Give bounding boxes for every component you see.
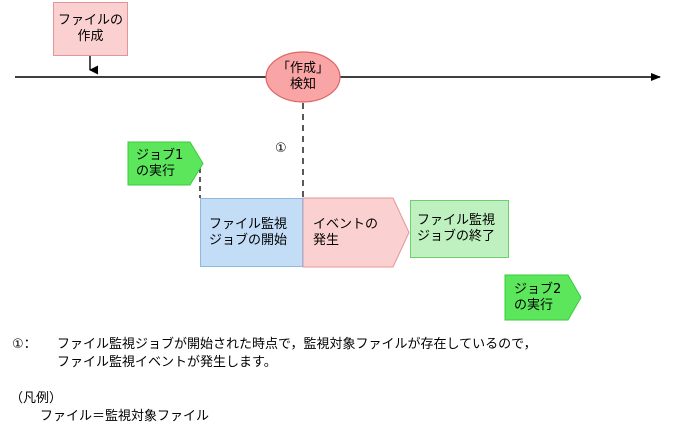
node-detect-event: 「作成」 検知 bbox=[266, 52, 340, 102]
legend-heading: （凡例） bbox=[10, 391, 63, 406]
node-watch-job-start-label: ファイル監視 ジョブの開始 bbox=[209, 216, 288, 248]
node-watch-job-start: ファイル監視 ジョブの開始 bbox=[200, 198, 303, 267]
node-event-occurs: イベントの 発生 bbox=[303, 198, 395, 267]
node-job1: ジョブ1 の実行 bbox=[128, 142, 194, 185]
node-file-creation-label: ファイルの 作成 bbox=[57, 13, 123, 44]
node-job2-label: ジョブ2 の実行 bbox=[514, 281, 562, 313]
callout-marker-1: ① bbox=[275, 141, 287, 156]
node-watch-job-end-label: ファイル監視 ジョブの終了 bbox=[417, 213, 496, 244]
node-event-occurs-label: イベントの 発生 bbox=[313, 216, 379, 248]
legend-item-0: ファイル＝監視対象ファイル bbox=[40, 409, 210, 424]
node-detect-event-label: 「作成」 検知 bbox=[276, 61, 329, 92]
node-watch-job-end: ファイル監視 ジョブの終了 bbox=[410, 200, 509, 258]
node-job2: ジョブ2 の実行 bbox=[505, 275, 571, 320]
node-job1-label: ジョブ1 の実行 bbox=[136, 147, 184, 179]
node-file-creation: ファイルの 作成 bbox=[53, 2, 128, 56]
footnote-marker: ①： bbox=[12, 337, 37, 352]
footnote-text: ファイル監視ジョブが開始された時点で，監視対象ファイルが存在しているので， ファ… bbox=[57, 337, 537, 370]
